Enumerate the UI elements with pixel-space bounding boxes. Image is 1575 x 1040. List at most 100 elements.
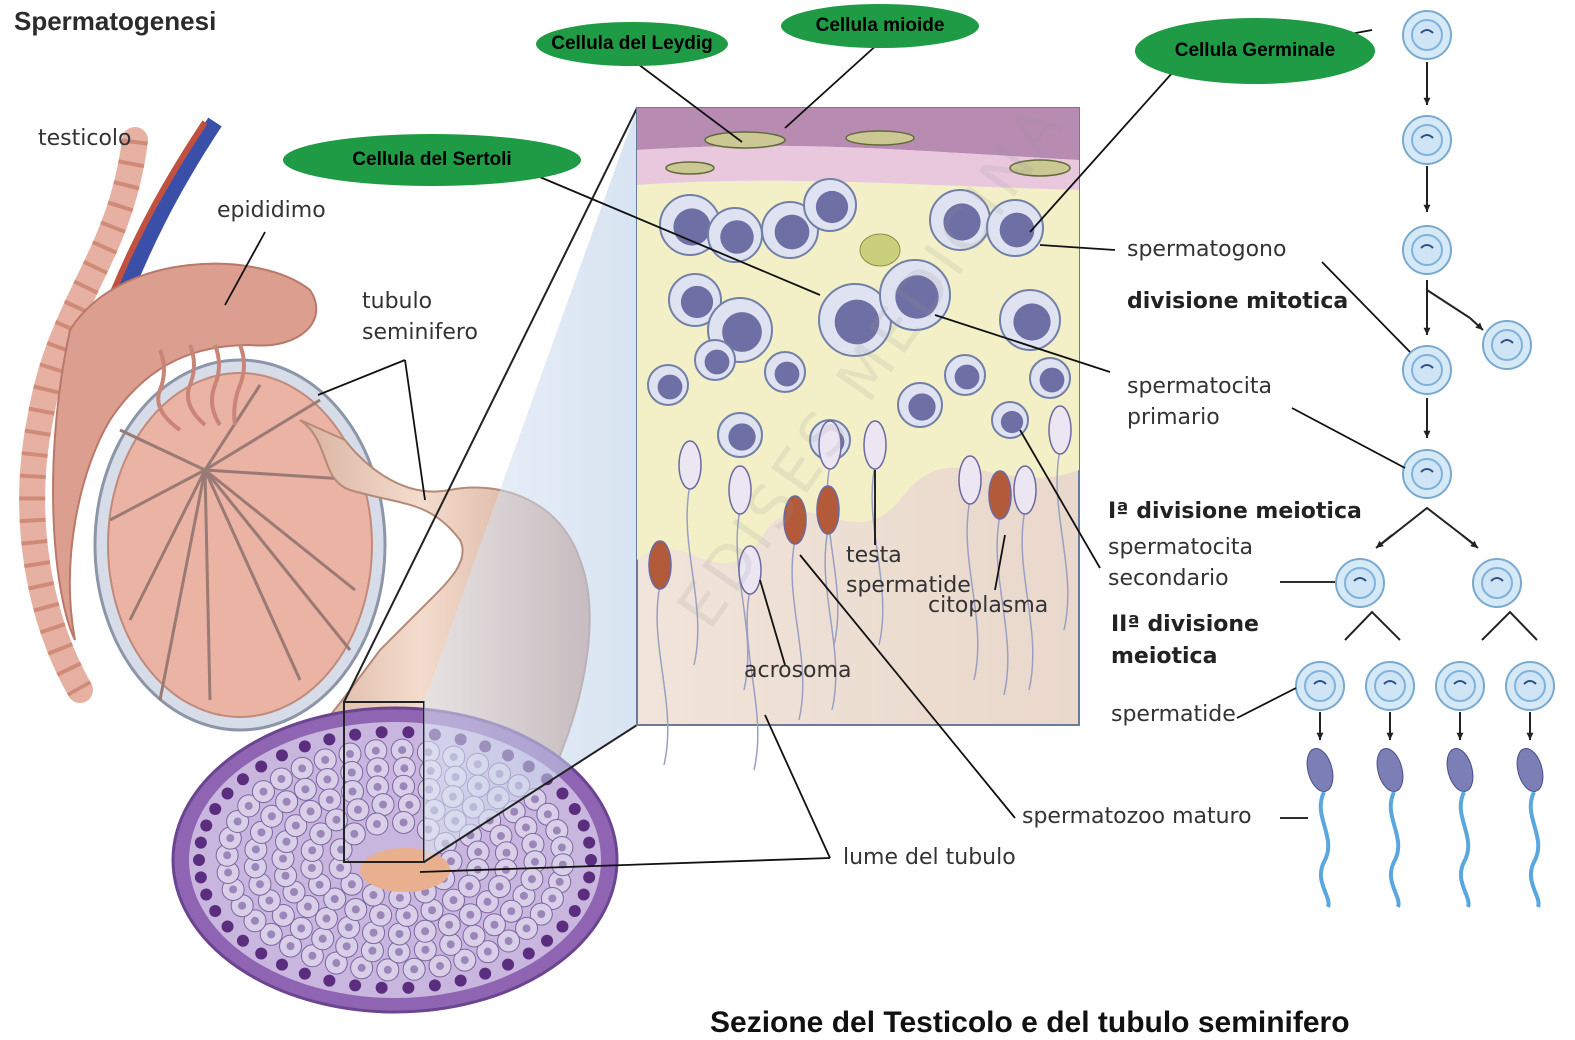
tubule-cell-nucleus — [307, 807, 315, 815]
germ-cell-nucleus — [681, 286, 713, 318]
label-germinale: Cellula Germinale — [1135, 18, 1375, 84]
tubule-cell-nucleus — [373, 820, 381, 828]
tubule-cell-nucleus — [354, 806, 362, 814]
tubule-nucleus — [200, 889, 212, 901]
label-div-meiotica-2b: meiotica — [1111, 642, 1217, 672]
arrow-head — [1424, 205, 1431, 212]
tubule-cell-nucleus — [428, 906, 436, 914]
label-seminifero: seminifero — [362, 318, 478, 348]
spermatogonium-5-nucleus — [1492, 330, 1522, 360]
tubule-cell-nucleus — [256, 880, 264, 888]
tubule-cell-nucleus — [447, 940, 455, 948]
tubule-nucleus — [376, 982, 388, 994]
arrow-line — [1427, 290, 1470, 318]
tubule-cell-nucleus — [537, 910, 545, 918]
spermatogonium-1-nucleus — [1412, 20, 1442, 50]
tubule-nucleus — [376, 726, 388, 738]
tubule-cell-nucleus — [349, 788, 357, 796]
tubule-cell-nucleus — [368, 947, 376, 955]
tubule-cell-nucleus — [332, 816, 340, 824]
tubule-cell-nucleus — [316, 881, 324, 889]
germ-cell-nucleus — [720, 220, 753, 253]
tubule-nucleus — [402, 982, 414, 994]
split-line — [1380, 508, 1475, 545]
tubule-cell-nucleus — [348, 880, 356, 888]
tubule-nucleus — [200, 819, 212, 831]
tubule-nucleus — [556, 787, 568, 799]
tubule-cell-nucleus — [251, 863, 259, 871]
label-primario-2: primario — [1127, 403, 1220, 433]
tubule-cell-nucleus — [229, 885, 237, 893]
tubule-cell-nucleus — [421, 946, 429, 954]
tubule-cell-nucleus — [400, 782, 408, 790]
label-secondario-1: spermatocita — [1108, 533, 1253, 563]
label-div-meiotica-1: Iª divisione meiotica — [1108, 497, 1362, 527]
tubule-cell-nucleus — [346, 750, 354, 758]
tubule-cell-nucleus — [223, 851, 231, 859]
tubule-cell-nucleus — [496, 883, 504, 891]
spermatid-head — [1014, 466, 1036, 514]
tubule-cell-nucleus — [410, 965, 418, 973]
tubule-nucleus — [209, 905, 221, 917]
tubule-nucleus — [502, 959, 514, 971]
tubule-cell-nucleus — [287, 942, 295, 950]
secondary-spermatocyte-2-nucleus — [1482, 568, 1512, 598]
primary-spermatocyte-nucleus — [1412, 459, 1442, 489]
tubule-nucleus — [255, 760, 267, 772]
tubule-nucleus — [583, 871, 595, 883]
spermatid-4-nucleus — [1515, 671, 1545, 701]
tubule-cell-nucleus — [290, 888, 298, 896]
tubule-cell-nucleus — [484, 948, 492, 956]
tubule-cell-nucleus — [304, 903, 312, 911]
sertoli-nucleus — [860, 234, 900, 266]
tubule-cell-nucleus — [326, 796, 334, 804]
label-primario-1: spermatocita — [1127, 372, 1272, 402]
label-citoplasma: citoplasma — [928, 591, 1048, 621]
germ-cell-nucleus — [1013, 303, 1050, 340]
arrow-head — [1424, 328, 1431, 335]
tubule-cell-nucleus — [490, 921, 498, 929]
tubule-nucleus — [222, 921, 234, 933]
arrow-head — [1457, 733, 1464, 740]
tubule-nucleus — [255, 948, 267, 960]
spermatid-2-nucleus — [1375, 671, 1405, 701]
sperm-tail — [1461, 792, 1469, 907]
tubule-cell-nucleus — [398, 746, 406, 754]
tubule-cell-nucleus — [465, 882, 473, 890]
tubule-cell-nucleus — [450, 896, 458, 904]
sperm-tail — [1321, 792, 1329, 907]
tubule-nucleus — [323, 975, 335, 987]
arrow-head — [1424, 431, 1431, 438]
tubule-nucleus — [578, 889, 590, 901]
germ-cell-nucleus — [816, 191, 848, 223]
label-spermatogono: spermatogono — [1127, 235, 1286, 265]
tubule-cell-nucleus — [370, 929, 378, 937]
tubule-cell-nucleus — [234, 818, 242, 826]
tubule-cell-nucleus — [283, 838, 291, 846]
germ-cell-nucleus — [908, 393, 935, 420]
tubule-cell-nucleus — [259, 788, 267, 796]
spermatid-1-nucleus — [1305, 671, 1335, 701]
label-sertoli: Cellula del Sertoli — [283, 134, 581, 186]
tubule-cell-nucleus — [321, 756, 329, 764]
tubule-nucleus — [299, 740, 311, 752]
spermatid-head — [649, 541, 671, 589]
secondary-spermatocyte-1-nucleus — [1345, 568, 1375, 598]
germ-cell-nucleus — [775, 215, 810, 250]
tubule-cell-nucleus — [377, 911, 385, 919]
tubule-nucleus — [237, 935, 249, 947]
tubule-cell-nucleus — [348, 768, 356, 776]
tubule-cell-nucleus — [308, 846, 316, 854]
spermatogonium-4-nucleus — [1412, 355, 1442, 385]
tubule-nucleus — [523, 948, 535, 960]
tubule-nucleus — [195, 837, 207, 849]
tubule-nucleus — [209, 803, 221, 815]
tubule-nucleus — [349, 729, 361, 741]
label-spermatide: spermatide — [1111, 700, 1236, 730]
label-testicolo: testicolo — [38, 124, 132, 154]
tubule-nucleus — [323, 733, 335, 745]
tubule-cell-nucleus — [505, 937, 513, 945]
tubule-cell-nucleus — [510, 808, 518, 816]
tubule-cell-nucleus — [374, 765, 382, 773]
tubule-cell-nucleus — [548, 894, 556, 902]
